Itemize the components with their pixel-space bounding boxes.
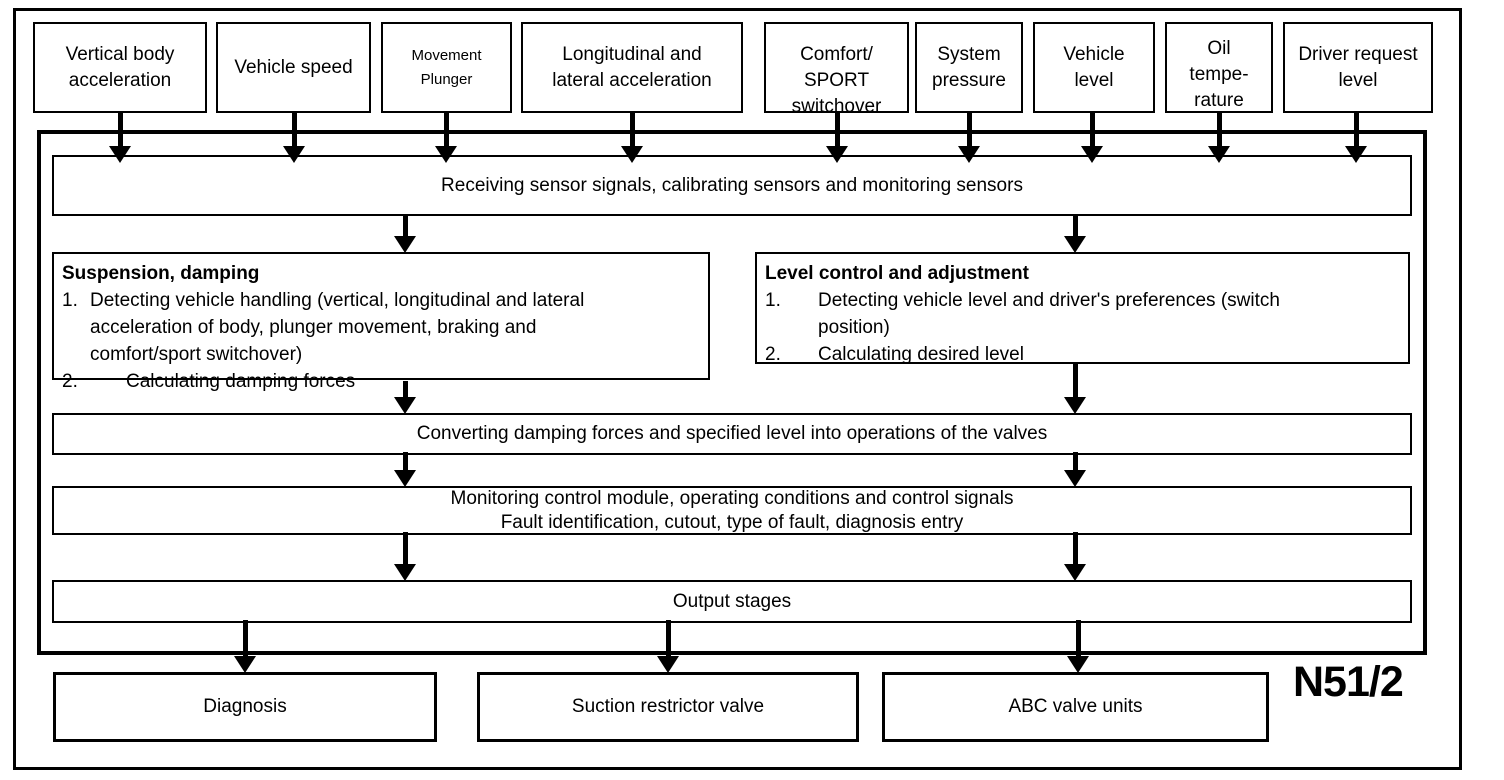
- suspension-item-2-text: Calculating damping forces: [126, 371, 356, 392]
- arrow-down-icon: [394, 381, 416, 414]
- arrow-down-icon: [109, 112, 131, 163]
- output-stages-label: Output stages: [672, 590, 792, 612]
- level-control-item-1-number: 1.: [765, 290, 781, 311]
- monitoring-bar: Monitoring control module, operating con…: [52, 486, 1412, 535]
- module-id-label: N51/2: [1293, 658, 1404, 706]
- outer-frame: [13, 8, 1462, 770]
- input-box-longitudinal-lateral-acceleration: Longitudinal and lateral acceleration: [521, 22, 743, 113]
- output-stages-bar: Output stages: [52, 580, 1412, 623]
- arrow-down-icon: [1067, 620, 1089, 673]
- converting-label: Converting damping forces and specified …: [416, 423, 1048, 444]
- input-box-vehicle-speed: Vehicle speed: [216, 22, 371, 113]
- arrow-down-icon: [394, 532, 416, 581]
- suspension-item-1-number: 1.: [62, 290, 78, 311]
- arrow-down-icon: [234, 620, 256, 673]
- arrow-down-icon: [958, 112, 980, 163]
- suspension-item-2: 2. Calculating damping forces: [62, 368, 700, 395]
- arrow-down-icon: [1064, 364, 1086, 414]
- arrow-down-icon: [394, 452, 416, 487]
- suspension-item-1-text: Detecting vehicle handling (vertical, lo…: [90, 290, 585, 365]
- arrow-down-icon: [1064, 452, 1086, 487]
- suspension-item-1: 1. Detecting vehicle handling (vertical,…: [62, 287, 700, 368]
- level-control-item-1-text: Detecting vehicle level and driver's pre…: [818, 290, 1280, 338]
- receiving-sensors-label: Receiving sensor signals, calibrating se…: [441, 174, 1023, 196]
- level-control-item-2-text: Calculating desired level: [818, 344, 1024, 365]
- input-box-comfort-sport-switchover: Comfort/ SPORT switchover: [764, 22, 909, 117]
- output-box-suction-restrictor-valve: Suction restrictor valve: [477, 672, 859, 742]
- arrow-down-icon: [283, 112, 305, 163]
- converting-bar: Converting damping forces and specified …: [52, 413, 1412, 455]
- suspension-damping-title: Suspension, damping: [62, 263, 260, 284]
- arrow-down-icon: [657, 620, 679, 673]
- suction-restrictor-valve-label: Suction restrictor valve: [571, 696, 765, 717]
- input-box-driver-request-level: Driver request level: [1283, 22, 1433, 113]
- control-module-outline: [37, 130, 1427, 655]
- level-control-item-1: 1. Detecting vehicle level and driver's …: [765, 287, 1400, 341]
- input-box-vehicle-level: Vehicle level: [1033, 22, 1155, 113]
- output-box-abc-valve-units: ABC valve units: [882, 672, 1269, 742]
- monitoring-label: Monitoring control module, operating con…: [450, 487, 1014, 533]
- arrow-down-icon: [1081, 112, 1103, 163]
- receiving-sensors-bar: Receiving sensor signals, calibrating se…: [52, 155, 1412, 216]
- input-box-vertical-body-acceleration: Vertical body acceleration: [33, 22, 207, 113]
- arrow-down-icon: [435, 112, 457, 163]
- output-box-diagnosis: Diagnosis: [53, 672, 437, 742]
- arrow-down-icon: [1208, 112, 1230, 163]
- suspension-item-2-number: 2.: [62, 371, 78, 392]
- level-control-box: Level control and adjustment 1. Detectin…: [755, 252, 1410, 365]
- abc-valve-units-label: ABC valve units: [1008, 696, 1143, 717]
- arrow-down-icon: [1064, 532, 1086, 581]
- arrow-down-icon: [826, 112, 848, 163]
- input-box-movement-plunger: Movement Plunger: [381, 22, 512, 113]
- arrow-down-icon: [394, 216, 416, 253]
- diagnosis-label: Diagnosis: [203, 696, 287, 717]
- arrow-down-icon: [621, 112, 643, 163]
- arrow-down-icon: [1064, 216, 1086, 253]
- input-box-oil-temperature: Oil tempe- rature: [1165, 22, 1273, 113]
- level-control-item-2: 2. Calculating desired level: [765, 341, 1400, 368]
- suspension-damping-box: Suspension, damping 1. Detecting vehicle…: [52, 252, 710, 392]
- input-box-system-pressure: System pressure: [915, 22, 1023, 113]
- arrow-down-icon: [1345, 112, 1367, 163]
- level-control-item-2-number: 2.: [765, 344, 781, 365]
- level-control-title: Level control and adjustment: [765, 263, 1029, 284]
